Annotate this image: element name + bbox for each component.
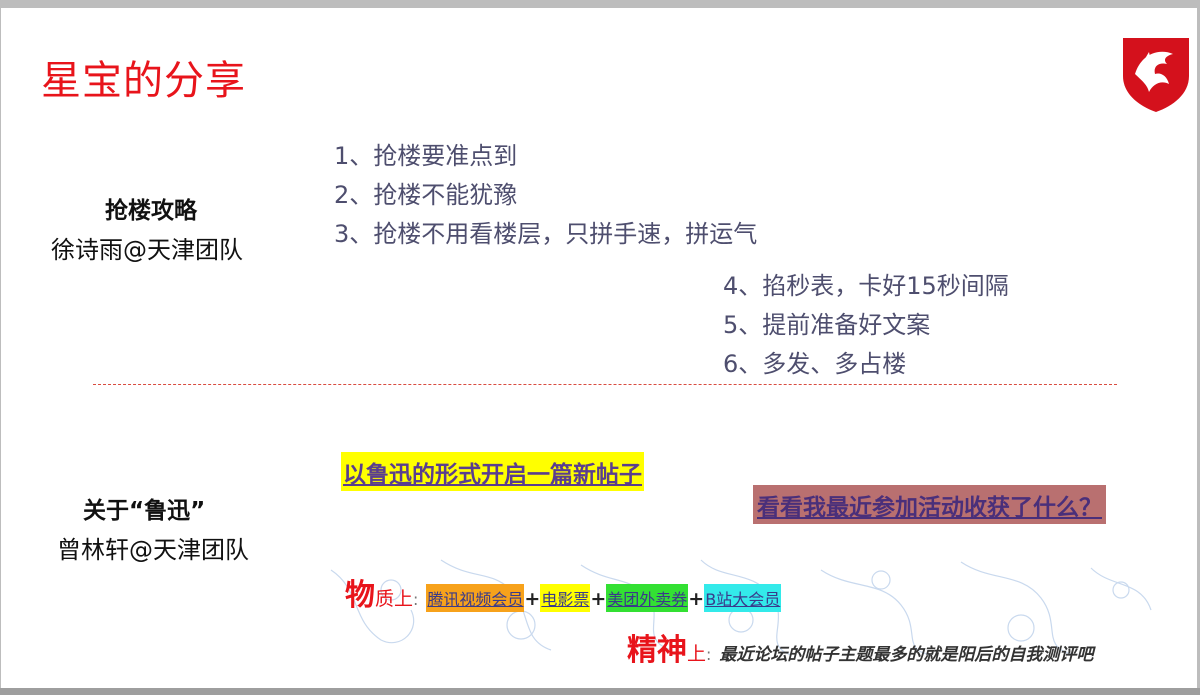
tip-item: 4、掐秒表，卡好15秒间隔 (723, 272, 1009, 300)
decorative-floral-background (330, 559, 1152, 656)
tag-meituan-coupon: 美团外卖券 (606, 584, 689, 612)
slide: 星宝的分享 抢楼攻略 徐诗雨@天津团队 1、抢楼要准点到 2、抢楼不能犹豫 3、… (1, 8, 1197, 688)
material-char: 物 (345, 578, 375, 613)
highlight-lu-xun-post: 以鲁迅的形式开启一篇新帖子 (341, 452, 644, 491)
spirit-chars: 精神 (627, 633, 687, 668)
tip-item: 1、抢楼要准点到 (334, 142, 518, 170)
section2-title: 关于“鲁迅” (83, 498, 206, 524)
spirit-line: 精神 上 : 最近论坛的帖子主题最多的就是阳后的自我测评吧 (627, 625, 1093, 669)
slide-title: 星宝的分享 (41, 58, 246, 104)
msi-dragon-shield-icon (1123, 38, 1189, 112)
tag-movie-ticket: 电影票 (540, 584, 591, 612)
spirit-rest: 上 (687, 643, 707, 665)
tip-item: 5、提前准备好文案 (723, 311, 931, 339)
tag-bilibili-vip: B站大会员 (704, 584, 782, 612)
material-line: 物 质上 : 腾讯视频会员 + 电影票 + 美团外卖券 + B站大会员 (345, 570, 782, 614)
plus-sign: + (590, 588, 607, 610)
section1-title: 抢楼攻略 (105, 198, 197, 224)
section1-author: 徐诗雨@天津团队 (51, 236, 243, 264)
tag-tencent-video-vip: 腾讯视频会员 (426, 584, 525, 612)
tip-item: 3、抢楼不用看楼层，只拼手速，拼运气 (334, 220, 758, 248)
tip-item: 2、抢楼不能犹豫 (334, 181, 518, 209)
highlight-rewards-question: 看看我最近参加活动收获了什么？ (753, 485, 1106, 524)
plus-sign: + (688, 588, 705, 610)
material-colon: : (413, 590, 419, 609)
section-divider (93, 384, 1117, 385)
material-rest: 质上 (375, 588, 414, 610)
spirit-colon: : (706, 645, 712, 664)
tip-item: 6、多发、多占楼 (723, 350, 907, 378)
section2-author: 曾林轩@天津团队 (57, 536, 249, 564)
plus-sign: + (524, 588, 541, 610)
bottom-border (0, 688, 1200, 695)
spirit-text: 最近论坛的帖子主题最多的就是阳后的自我测评吧 (719, 645, 1094, 665)
